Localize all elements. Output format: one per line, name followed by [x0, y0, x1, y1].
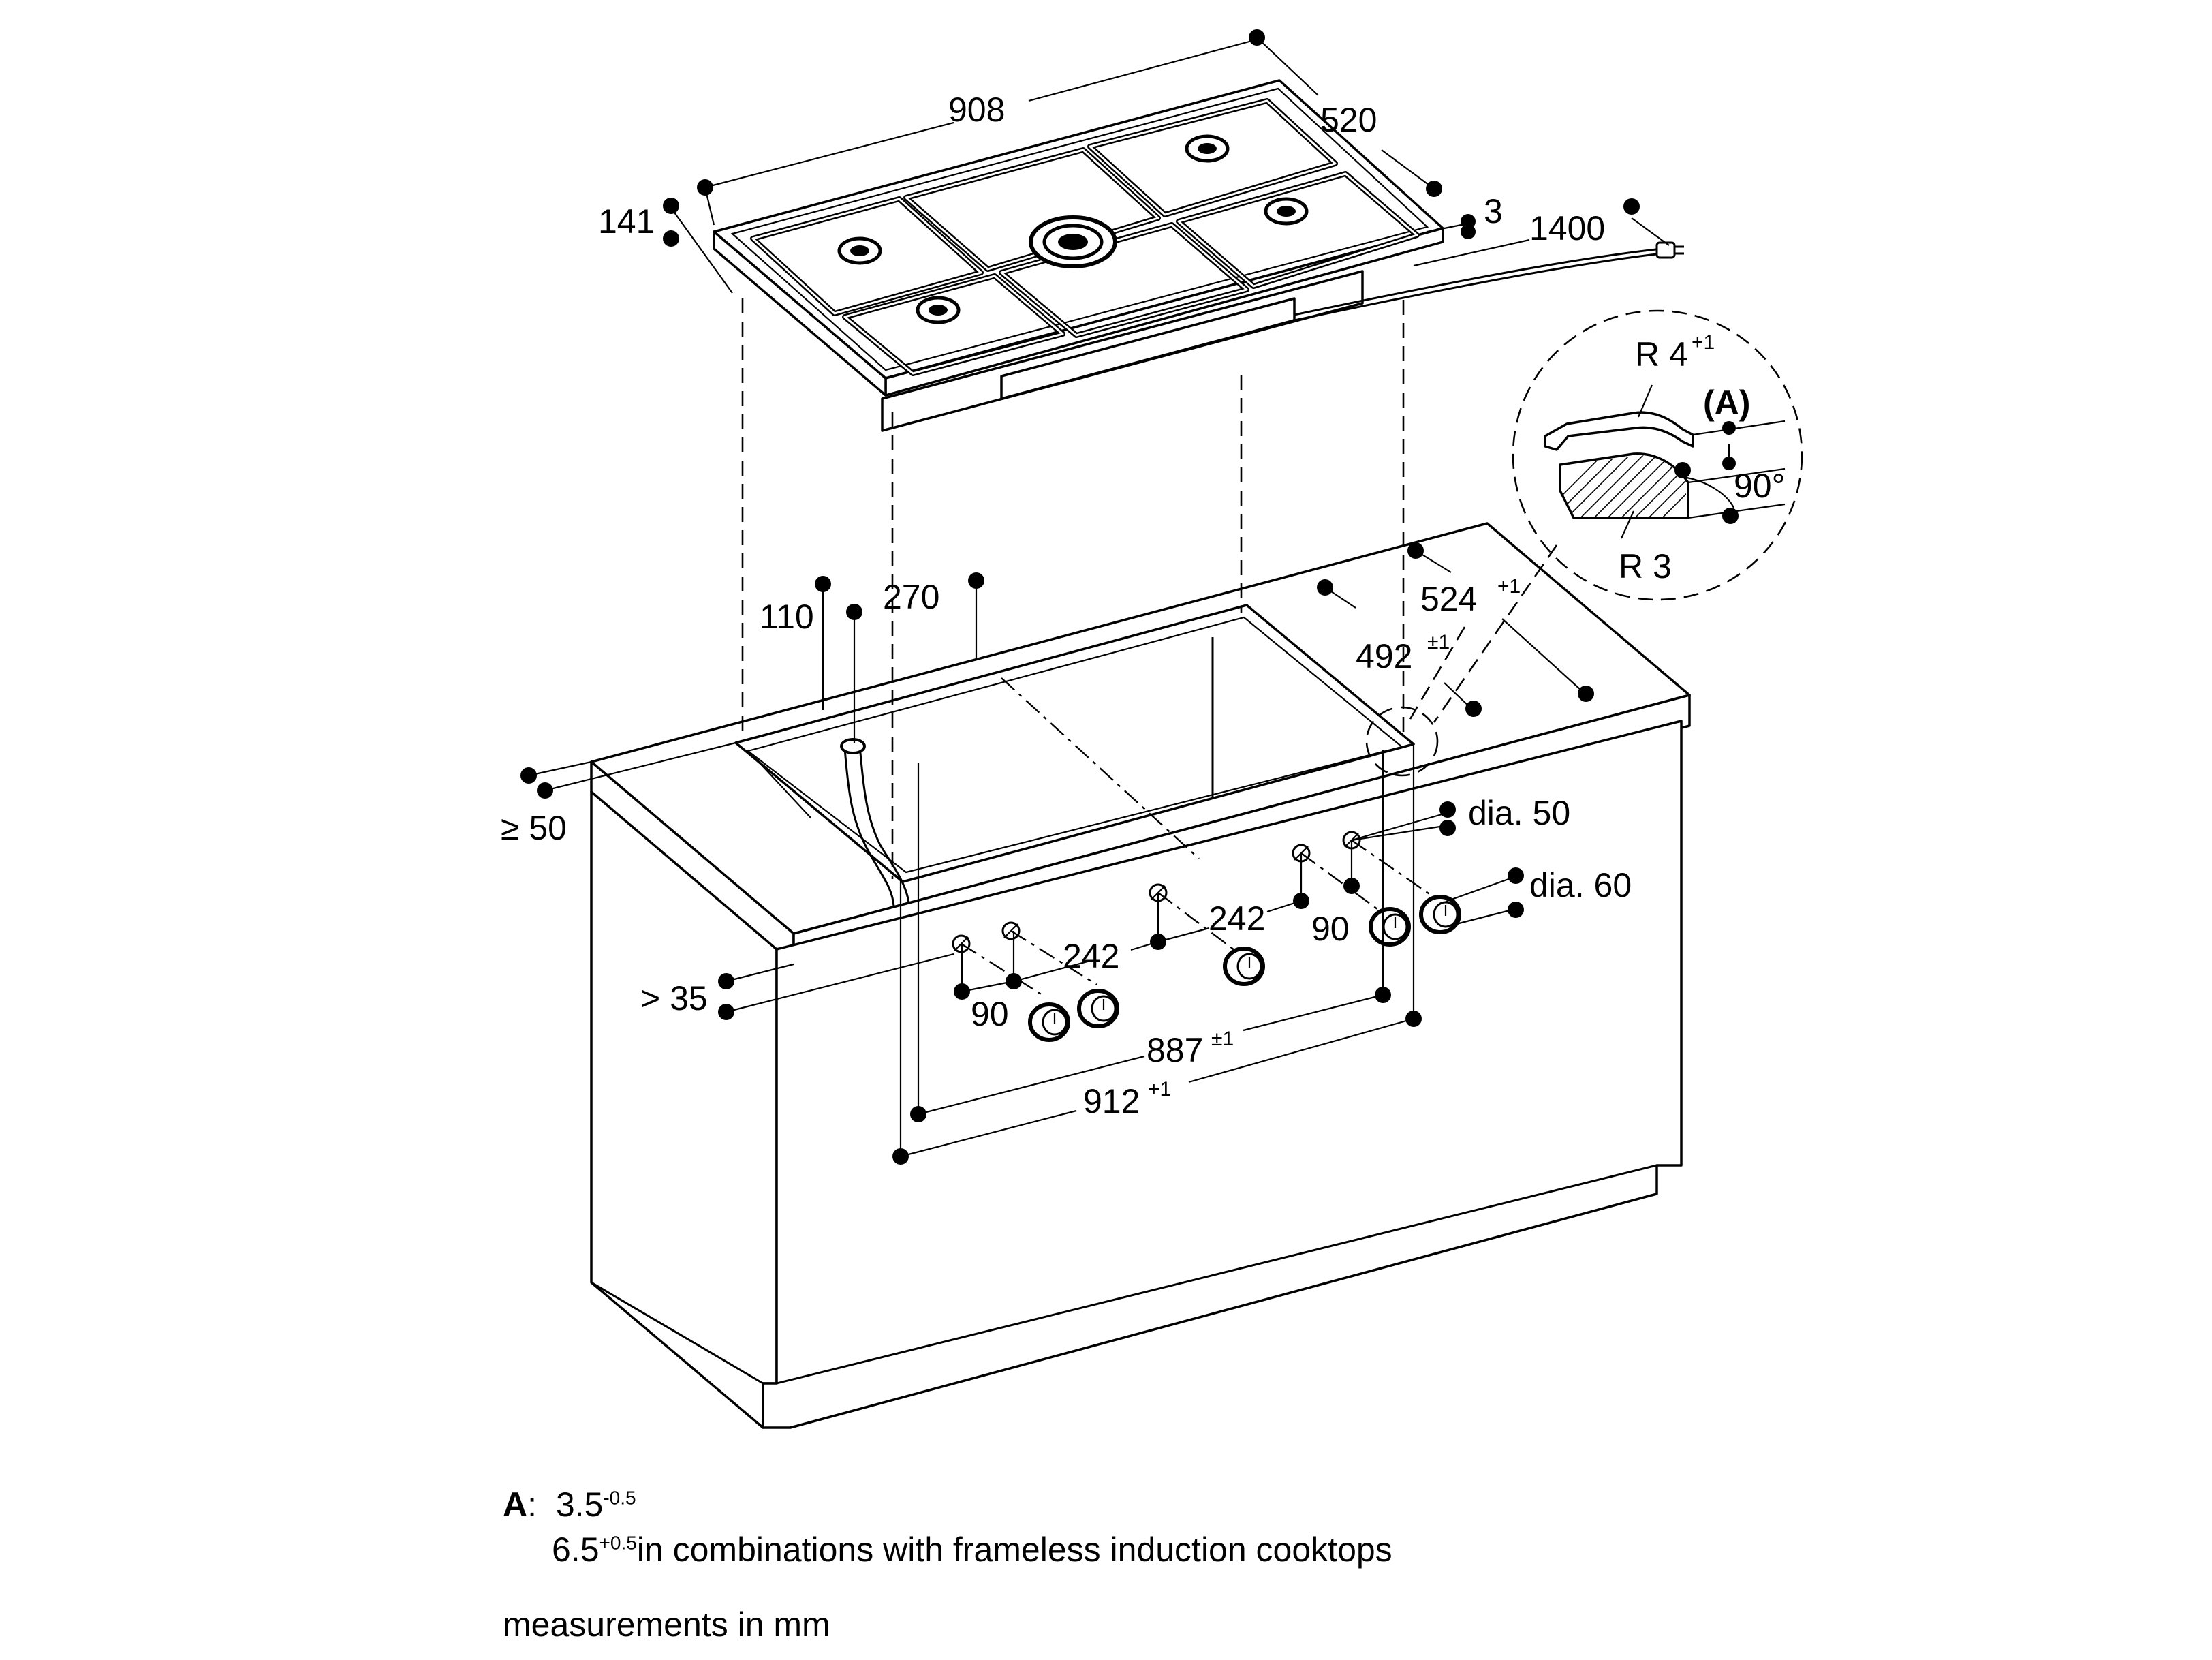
dim-492: 492: [1356, 637, 1412, 675]
note-a-line1: A: 3.5-0.5: [503, 1482, 1392, 1527]
dim-887-sup: ±1: [1211, 1028, 1234, 1050]
dim-r4: R 4: [1635, 335, 1688, 373]
dim-908: 908: [948, 91, 1005, 129]
note-a-line2: 6.5+0.5in combinations with frameless in…: [503, 1527, 1392, 1572]
dim-dia-60: dia. 60: [1529, 866, 1632, 904]
detail-a-edge-profile: [1512, 309, 1803, 601]
note-a-value2-sup: +0.5: [599, 1532, 637, 1554]
dim-min-35: > 35: [640, 979, 708, 1017]
burner-right-front: [1264, 197, 1309, 226]
dim-dia-50: dia. 50: [1468, 794, 1570, 832]
dim-r4-sup: +1: [1692, 331, 1715, 354]
dimension-labels: 908 520 141 3 1400 R 4 +1 (A) 90° R 3 11…: [501, 91, 1786, 1120]
dim-90-left: 90: [971, 995, 1009, 1033]
dim-90-right: 90: [1311, 910, 1350, 948]
knob: [1028, 1002, 1070, 1042]
dim-90-deg: 90°: [1734, 467, 1786, 505]
dim-520: 520: [1320, 101, 1377, 139]
dim-242-left: 242: [1063, 937, 1119, 975]
knob: [1077, 989, 1119, 1028]
note-a-text2: in combinations with frameless induction…: [636, 1531, 1392, 1569]
detail-a-label: (A): [1703, 384, 1750, 422]
dimension-lines: [520, 29, 1670, 1165]
burners: [837, 134, 1309, 324]
dim-141: 141: [598, 202, 655, 241]
dim-887: 887: [1147, 1031, 1203, 1069]
dim-912: 912: [1083, 1082, 1140, 1120]
note-a-value1-sup: -0.5: [603, 1487, 636, 1509]
note-a-value1: 3.5: [555, 1486, 604, 1524]
dim-270: 270: [883, 578, 939, 616]
knob: [1223, 947, 1265, 986]
burner-right-rear: [1185, 134, 1230, 163]
countertop-cutout: [734, 604, 1415, 907]
burner-wok: [1029, 215, 1117, 268]
dim-492-sup: ±1: [1427, 631, 1450, 654]
knob: [1369, 907, 1411, 947]
dim-110: 110: [760, 598, 814, 636]
note-a-colon: :: [527, 1486, 538, 1524]
burner-left-rear: [837, 236, 882, 265]
knob: [1419, 895, 1461, 934]
dim-r3: R 3: [1619, 547, 1672, 585]
control-knobs: [1028, 895, 1461, 1042]
gas-cooktop: [713, 79, 1684, 432]
projection-lines: [741, 298, 1558, 879]
power-cable: [1294, 247, 1663, 316]
note-a-label: A: [503, 1486, 528, 1524]
knob-holes: [952, 831, 1438, 996]
dim-912-sup: +1: [1148, 1078, 1171, 1101]
note-a-value2: 6.5: [552, 1531, 599, 1569]
dim-1400: 1400: [1529, 209, 1605, 247]
dim-242-right: 242: [1209, 900, 1265, 938]
dim-min-50: ≥ 50: [501, 809, 567, 847]
notes: A: 3.5-0.5 6.5+0.5in combinations with f…: [503, 1482, 1392, 1572]
burner-left-front: [916, 296, 961, 324]
pan-supports: [750, 98, 1420, 376]
dim-524: 524: [1420, 580, 1477, 618]
units-note: measurements in mm: [503, 1605, 830, 1644]
dim-3: 3: [1484, 192, 1503, 230]
dim-524-sup: +1: [1497, 575, 1521, 598]
